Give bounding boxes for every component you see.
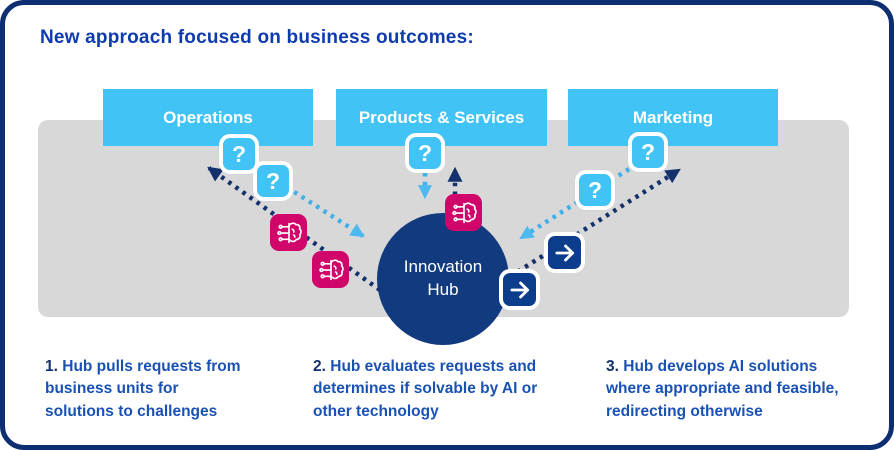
step-text-2: 2. Hub evaluates requests and determines… [313, 356, 541, 423]
step-description: Hub pulls requests from business units f… [45, 358, 241, 420]
step-number: 1. [45, 358, 58, 375]
step-description: Hub evaluates requests and determines if… [313, 358, 538, 420]
page-title: New approach focused on business outcome… [40, 27, 474, 48]
step-text-3: 3. Hub develops AI solutions where appro… [606, 356, 862, 423]
step-number: 2. [313, 358, 326, 375]
question-glyph: ? [265, 167, 281, 194]
department-box-operations: Operations [103, 89, 313, 146]
step-number: 3. [606, 358, 619, 375]
question-icon: ? [219, 134, 259, 174]
department-label-operations: Operations [163, 107, 253, 127]
department-box-products-services: Products & Services [336, 89, 547, 146]
question-glyph: ? [231, 140, 247, 167]
ai-brain-chip-icon [270, 214, 307, 251]
hub-label-line2: Hub [427, 280, 459, 299]
question-glyph: ? [417, 139, 433, 166]
question-icon: ? [575, 170, 615, 210]
department-label-products-services: Products & Services [358, 107, 525, 127]
arrow-right-icon [499, 269, 540, 310]
department-label-marketing: Marketing [632, 107, 714, 127]
ai-brain-chip-icon [312, 251, 349, 288]
hub-label-line1: Innovation [403, 257, 483, 277]
question-icon: ? [628, 132, 668, 172]
step-description: Hub develops AI solutions where appropri… [606, 358, 839, 420]
ai-brain-chip-icon [445, 194, 482, 231]
question-icon: ? [253, 161, 293, 201]
step-text-1: 1. Hub pulls requests from business unit… [45, 356, 245, 423]
arrow-right-icon [544, 232, 585, 273]
question-glyph: ? [640, 138, 656, 165]
innovation-hub-circle: Innovation Hub [377, 213, 509, 345]
department-box-marketing: Marketing [568, 89, 778, 146]
question-icon: ? [405, 133, 445, 173]
question-glyph: ? [587, 176, 603, 203]
